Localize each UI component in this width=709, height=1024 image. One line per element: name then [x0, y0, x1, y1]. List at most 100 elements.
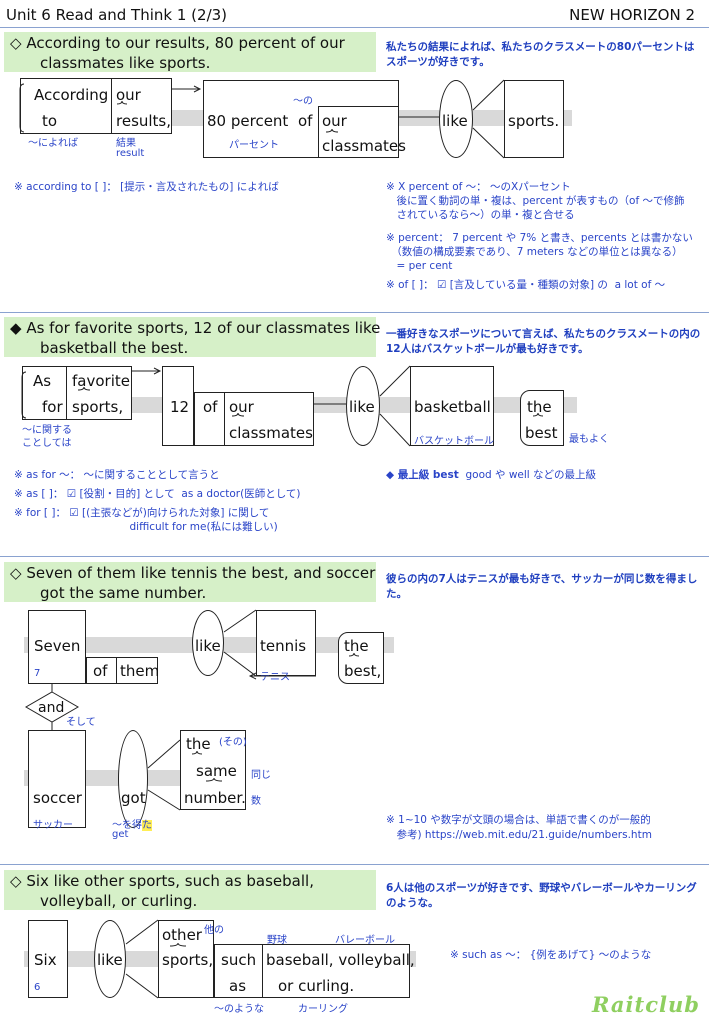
sentence-4-line2: volleyball, or curling.: [40, 892, 198, 910]
arrow-head: [153, 367, 162, 375]
word-other: other: [162, 926, 202, 944]
word-for: for: [42, 398, 63, 416]
verb-ellipse-like: [192, 610, 224, 676]
note-s1-7: ※ of [ ]： ☑ [言及している量・種類の対象] の a lot of 〜: [386, 279, 666, 291]
word-sports: sports,: [162, 951, 214, 969]
header-divider: [0, 27, 709, 28]
gloss-mottomo: 最もよく: [569, 434, 609, 445]
word-examples: baseball, volleyball,: [266, 951, 415, 969]
gloss-kazu: 数: [251, 796, 261, 807]
brace-same: [205, 777, 223, 782]
word-like: like: [442, 112, 468, 130]
note-for-example: difficult for me(私には難しい): [14, 521, 278, 533]
note-s1-4: ※ percent： 7 percent や 7% と書き、percents と…: [386, 232, 693, 244]
gloss-curling: カーリング: [298, 1004, 348, 1015]
gloss-seven: 7: [34, 668, 41, 679]
bracket-line: [19, 83, 25, 133]
word-the: the: [344, 637, 369, 655]
phrase-box-of-them: [86, 657, 158, 684]
note-such-as: ※ such as 〜： {例をあげて} 〜のような: [450, 949, 652, 961]
word-basketball: basketball: [414, 398, 491, 416]
subject-box-six: [28, 920, 68, 998]
word-classmates: classmates: [322, 137, 406, 155]
verb-ellipse-like: [346, 366, 380, 446]
funnel-lines: [125, 919, 159, 999]
gloss-noyouna: 〜のような: [214, 1004, 264, 1015]
word-to: to: [42, 112, 58, 130]
funnel-lines: [223, 609, 257, 677]
translation-1: 私たちの結果によれば、私たちのクラスメートの80パーセントはスポーツが好きです。: [386, 41, 695, 68]
section-divider: [0, 864, 709, 865]
note-as-for: ※ as for 〜： 〜に関することとして言うと: [14, 469, 220, 481]
sentence-band: [4, 870, 376, 910]
sentence-2-line1: ◆ As for favorite sports, 12 of our clas…: [10, 319, 381, 337]
section-divider: [0, 312, 709, 313]
brace-other: [169, 942, 187, 947]
diamond-open-icon: ◇: [10, 564, 22, 582]
note-best: ◆ 最上級 best good や well などの最上級: [386, 469, 597, 481]
subject-box-seven: [28, 610, 86, 684]
gloss-result: result: [116, 148, 145, 159]
subject-box-12: [162, 366, 194, 446]
note-as: ※ as [ ]： ☑ [役割・目的] として as a doctor(医師とし…: [14, 488, 301, 500]
section-divider: [0, 556, 709, 557]
object-box-sports: [158, 920, 214, 998]
translation-3: 彼らの内の7人はテニスが最も好きで、サッカーが同じ数を得ました。: [386, 573, 698, 600]
word-80-percent: 80 percent: [207, 112, 289, 130]
gloss-six: 6: [34, 982, 41, 993]
word-seven: Seven: [34, 637, 81, 655]
brace-favorite: [77, 386, 91, 391]
sentence-1-line2: classmates like sports.: [40, 54, 211, 72]
gloss-yakyu: 野球: [267, 935, 287, 946]
note-s3-2: 参考) https://web.mit.edu/21.guide/numbers…: [386, 829, 652, 841]
brace-our: [116, 100, 128, 105]
object-box-number: [180, 730, 246, 810]
word-of: of: [203, 398, 218, 416]
arrow-head: [248, 672, 257, 680]
word-tennis: tennis: [260, 637, 307, 655]
verb-ellipse-got: [118, 730, 148, 828]
word-our: our: [116, 86, 141, 104]
gloss-percent: パーセント: [229, 140, 279, 151]
word-number: number.: [184, 789, 246, 807]
arrow-head: [193, 85, 202, 93]
funnel-lines: [472, 79, 505, 159]
word-them: them: [120, 662, 160, 680]
brace-our: [231, 412, 245, 417]
word-or-curling: or curling.: [278, 977, 355, 995]
gloss-nikansuru: 〜に関する: [22, 425, 72, 436]
word-of: of: [298, 112, 313, 130]
gloss-kototoshite: ことしては: [22, 438, 72, 449]
gloss-basketball: バスケットボール: [414, 436, 494, 447]
word-favorite: favorite: [72, 372, 130, 390]
gloss-niyoreba: 〜によれば: [28, 138, 78, 149]
brace-the: [191, 750, 203, 755]
translation-4: 6人は他のスポーツが好きです、野球やバレーボールやカーリングのような。: [386, 882, 697, 909]
word-soccer: soccer: [33, 789, 82, 807]
word-got: got: [121, 789, 146, 807]
gloss-volleyball: バレーボール: [335, 935, 395, 946]
sentence-2-line2: basketball the best.: [40, 339, 189, 357]
gloss-sono: (その): [219, 737, 247, 748]
brace-our: [325, 128, 339, 133]
word-our-2: our: [322, 112, 347, 130]
funnel-lines: [147, 739, 181, 811]
word-the: the: [527, 398, 552, 416]
diamond-filled-icon: ◆: [10, 319, 22, 337]
page-title: Unit 6 Read and Think 1 (2/3): [6, 6, 228, 24]
word-such: such: [221, 951, 257, 969]
note-s1-5: （数値の構成要素であり、7 meters などの単位とは異なる）: [386, 246, 683, 258]
object-box-sports: [504, 80, 564, 158]
word-sports: sports,: [72, 398, 124, 416]
modifier-box-the-best: [520, 390, 564, 446]
word-12: 12: [170, 398, 190, 416]
raitclub-logo: Raitclub: [592, 992, 700, 1017]
note-for: ※ for [ ]： ☑ [(主張などが)向けられた対象] に関して: [14, 507, 270, 519]
word-six: Six: [34, 951, 57, 969]
word-same: same: [196, 762, 237, 780]
note-s1-2: 後に置く動詞の単・複は、percent が表すもの（of 〜で修飾: [386, 195, 685, 207]
note-s3-1: ※ 1~10 や数字が文頭の場合は、単語で書くのが一般的: [386, 814, 651, 826]
object-box-basketball: [410, 366, 494, 446]
gloss-soccer: サッカー: [33, 820, 73, 831]
word-sports: sports.: [508, 112, 560, 130]
